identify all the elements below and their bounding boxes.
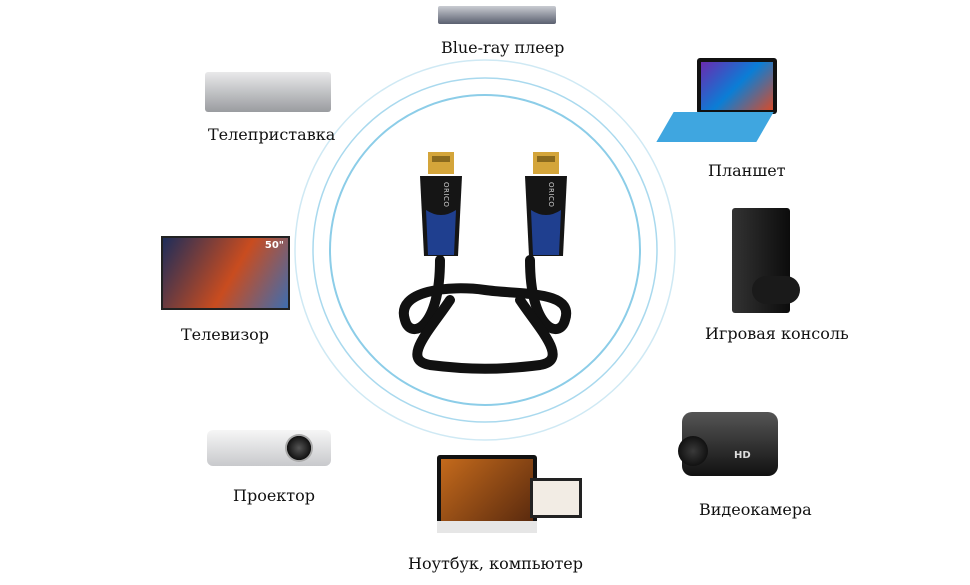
label-computer: Ноутбук, компьютер [408, 554, 584, 573]
hdmi-cable [398, 255, 572, 374]
hd-badge: HD [734, 450, 751, 461]
label-settopbox: Телеприставка [208, 125, 336, 144]
tv-size-badge: 50" [264, 240, 284, 251]
camcorder-lens [678, 436, 708, 466]
label-projector: Проектор [233, 486, 316, 505]
label-tablet: Планшет [708, 161, 786, 180]
gamepad-image [752, 276, 800, 304]
projector-image [207, 430, 331, 466]
ring-middle [312, 77, 658, 423]
laptop-image [530, 478, 582, 518]
brand-logo-left: ORICO [442, 182, 450, 207]
brand-logo-right: ORICO [547, 182, 555, 207]
tablet-screen [701, 62, 773, 110]
ring-inner [329, 94, 641, 406]
label-tv: Телевизор [181, 325, 270, 344]
monitor-chin [437, 521, 537, 533]
tablet-keyboard-image [656, 112, 774, 142]
label-console: Игровая консоль [705, 324, 849, 343]
hdmi-connector-left: ORICO [420, 152, 462, 256]
label-bluray: Blue-ray плеер [441, 38, 565, 57]
hdmi-connector-right: ORICO [525, 152, 567, 256]
tv-image: 50" [161, 236, 290, 310]
set-top-box-image [205, 72, 331, 112]
bluray-player-image [438, 6, 556, 24]
projector-lens [285, 434, 313, 462]
label-camcorder: Видеокамера [699, 500, 812, 519]
camcorder-image: HD [678, 412, 778, 476]
desktop-monitor-image [437, 455, 537, 525]
tablet-image [697, 58, 777, 114]
ring-outer [294, 59, 676, 441]
